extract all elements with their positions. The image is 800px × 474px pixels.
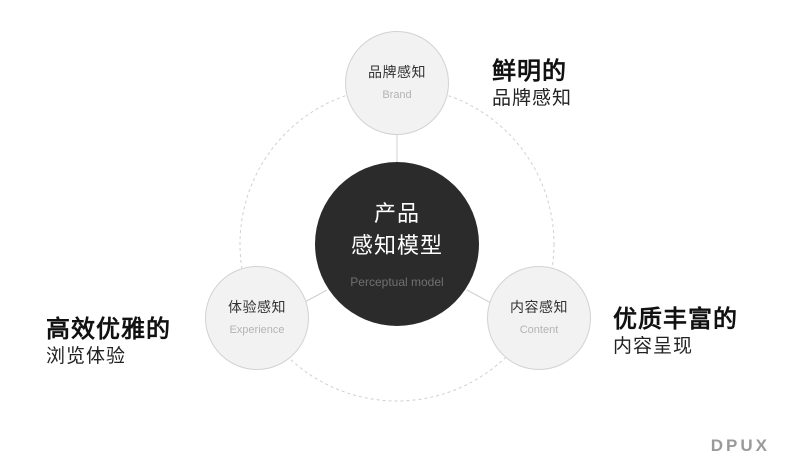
content-caption-light: 内容呈现: [613, 335, 694, 357]
experience-caption: 高效优雅的 浏览体验: [46, 314, 171, 368]
center-title-line2: 感知模型: [350, 234, 443, 259]
connector-experience: [302, 289, 328, 304]
brand-node-label: 品牌感知: [368, 65, 426, 81]
content-node-en-label: Content: [519, 324, 559, 336]
content-caption: 优质丰富的 内容呈现: [613, 304, 738, 358]
experience-node: 体验感知 Experience: [205, 266, 309, 370]
experience-node-en-label: Experience: [229, 324, 285, 336]
center-node: 产品 感知模型 Perceptual model: [315, 162, 479, 326]
content-caption-strong: 优质丰富的: [613, 305, 738, 333]
brand-caption-strong: 鲜明的: [492, 57, 567, 85]
experience-node-label: 体验感知: [228, 300, 286, 316]
brand-node-en-label: Brand: [382, 89, 412, 101]
center-en-label: Perceptual model: [350, 275, 444, 289]
experience-caption-strong: 高效优雅的: [46, 315, 171, 343]
content-node-label: 内容感知: [510, 300, 568, 316]
brand-caption-light: 品牌感知: [492, 87, 573, 109]
brand-caption: 鲜明的 品牌感知: [492, 56, 572, 110]
center-title-line1: 产品: [373, 202, 420, 227]
experience-caption-light: 浏览体验: [46, 345, 127, 367]
brand-node: 品牌感知 Brand: [345, 31, 449, 135]
connector-content: [466, 289, 492, 304]
dpux-logo: DPUX: [710, 436, 770, 455]
content-node: 内容感知 Content: [487, 266, 591, 370]
